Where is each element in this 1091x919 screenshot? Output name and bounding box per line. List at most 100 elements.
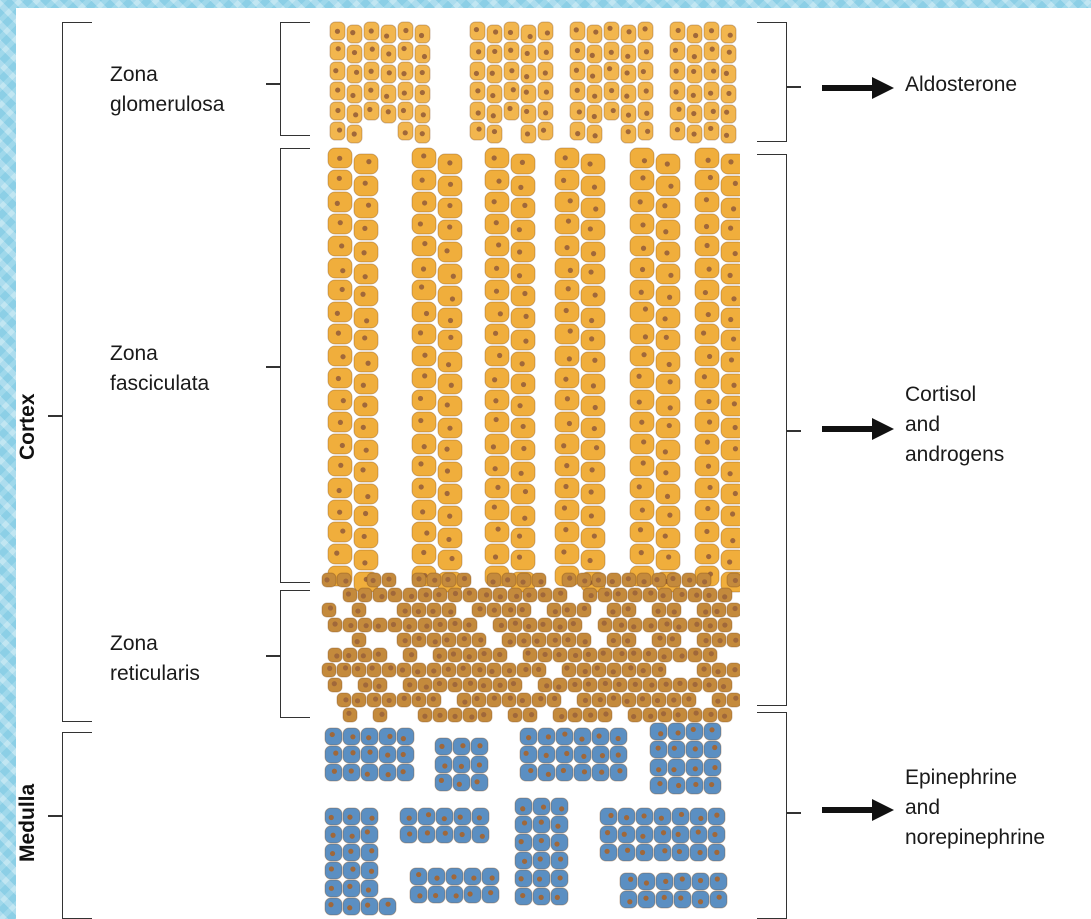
glomerulosa-cell [704,22,719,40]
fasciculata-cell [656,242,680,262]
medulla-bracket [62,732,92,919]
fasciculata-cell [485,434,509,454]
reticularis-cell [493,678,507,692]
medulla-right-tick [787,812,801,814]
medulla-cell [686,741,703,758]
glomerulosa-cell [621,65,636,83]
reticularis-cell [688,678,702,692]
reticularis-cell [577,573,591,587]
glomerulosa-cell [504,42,519,60]
reticularis-cell [592,573,606,587]
reticularis-cell [682,573,696,587]
glomerulosa-cell [347,105,362,123]
reticularis-cell [688,588,702,602]
fasciculata-cell [485,368,509,388]
fasciculata-cell [555,302,579,322]
reticularis-cell [343,618,357,632]
glomerulosa-cell [621,25,636,43]
medulla-cell [574,764,591,781]
fasciculata-cell [328,148,352,168]
glomerulosa-cell [638,62,653,80]
medulla-cell [551,816,568,833]
medulla-cell [379,746,396,763]
reticularis-cell [568,678,582,692]
fasciculata-cell [354,176,378,196]
reticularis-cell [382,573,396,587]
reticularis-cell [553,588,567,602]
reticularis-cell [523,708,537,722]
fasciculata-cell [555,148,579,168]
reticularis-cell [397,603,411,617]
glomerulosa-cell [687,85,702,103]
fasciculata-cell [656,176,680,196]
glomerulosa-cell [347,45,362,63]
glomerulosa-cell [487,85,502,103]
reticularis-cell [463,648,477,662]
fasciculata-cell [485,412,509,432]
glomerulosa-cell [521,65,536,83]
medulla-cell [592,764,609,781]
reticularis-cell [622,573,636,587]
reticularis-cell [538,618,552,632]
glomerulosa-cell [704,42,719,60]
fasciculata-cell [412,390,436,410]
reticularis-cell [472,603,486,617]
medulla-cell [592,746,609,763]
fasciculata-cell [354,154,378,174]
glomerulosa-cell [415,25,430,43]
glomerulosa-cell [381,105,396,123]
reticularis-cell [502,663,516,677]
glomerulosa-cell [687,65,702,83]
glomerulosa-cell [364,42,379,60]
reticularis-cell [667,693,681,707]
glomerulosa-cell [330,102,345,120]
reticularis-cell [472,633,486,647]
medulla-cell [453,774,470,791]
medulla-cell [620,891,637,908]
reticularis-cell [583,708,597,722]
glomerulosa-cell [521,25,536,43]
reticularis-cell [532,693,546,707]
fasciculata-left-tick [266,366,280,368]
medulla-cell [361,764,378,781]
reticularis-cell [532,573,546,587]
medulla-cell [610,728,627,745]
medulla-cell [410,886,427,903]
reticularis-cell [487,603,501,617]
reticularis-cell [682,693,696,707]
glomerulosa-cell [415,85,430,103]
medulla-cell [574,728,591,745]
medulla-cell [343,880,360,897]
fasciculata-cell [721,308,740,328]
fasciculata-cell [581,330,605,350]
reticularis-cell [442,633,456,647]
medulla-cell [325,746,342,763]
glomerulosa-cell [470,22,485,40]
glomerulosa-cell [704,102,719,120]
reticularis-cell [547,693,561,707]
fasciculata-cell [485,236,509,256]
glomerulosa-cell [570,22,585,40]
fasciculata-cell [412,412,436,432]
fasciculata-cell [695,258,719,278]
fasciculata-cell [511,352,535,372]
fasciculata-cell [581,154,605,174]
glomerulosa-cell [487,25,502,43]
glomerulosa-cell [721,105,736,123]
medulla-cell [538,764,555,781]
medulla-cell [674,873,691,890]
reticularis-cell [328,678,342,692]
medulla-cell [397,728,414,745]
glomerulosa-cell [330,62,345,80]
fasciculata-cell [695,390,719,410]
medulla-cell [361,844,378,861]
medulla-cell [556,764,573,781]
reticularis-cell [598,648,612,662]
glomerulosa-cell [364,82,379,100]
reticularis-cell [412,633,426,647]
reticularis-cell [427,633,441,647]
glomerulosa-cell [687,105,702,123]
medulla-cell [690,826,707,843]
reticularis-cell [598,708,612,722]
glomerulosa-cell [470,102,485,120]
